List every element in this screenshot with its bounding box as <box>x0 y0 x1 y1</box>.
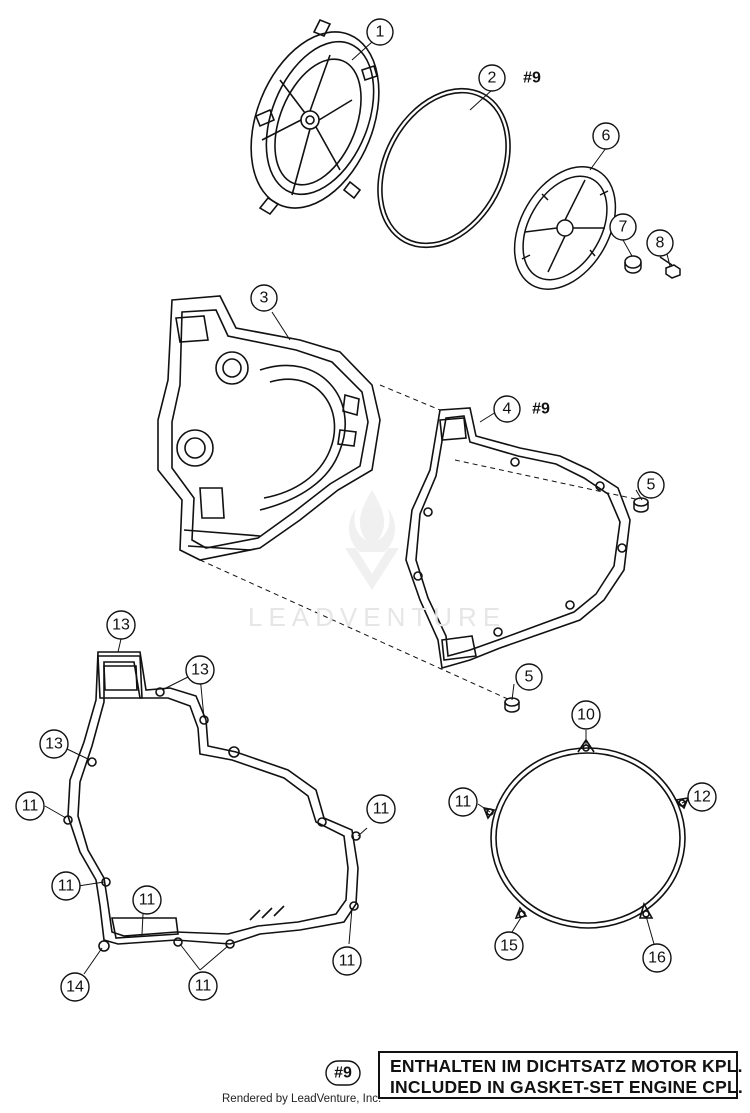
assembly-dashed-lines <box>199 384 641 701</box>
callout-number: 11 <box>339 953 356 970</box>
callout-number: 11 <box>195 978 212 995</box>
callout-number: 3 <box>260 290 269 307</box>
part-cover-plate <box>513 166 617 290</box>
part-screw <box>659 256 681 279</box>
callout-ref: #9 <box>532 401 550 418</box>
part-clutch-housing <box>157 295 381 561</box>
callout-number: 15 <box>500 938 518 955</box>
callout-number: 11 <box>455 794 472 811</box>
footer-credit: Rendered by LeadVenture, Inc. <box>222 1093 382 1105</box>
callout-number: 11 <box>373 801 390 818</box>
part-washer <box>624 255 642 274</box>
callout-circle-14 <box>60 972 90 1002</box>
callout-number: 5 <box>647 477 656 494</box>
callout-ref: #9 <box>523 70 541 87</box>
callout-circle-13a <box>106 610 136 640</box>
note-ref-label: #9 <box>334 1065 352 1082</box>
callout-number: 14 <box>66 979 84 996</box>
callout-circle-12 <box>687 782 717 812</box>
callout-number: 16 <box>648 950 666 967</box>
callout-circle-13b <box>185 655 215 685</box>
callout-circle-11c <box>51 871 81 901</box>
note-line-german: ENTHALTEN IM DICHTSATZ MOTOR KPL. <box>390 1056 743 1076</box>
callout-number: 11 <box>139 892 156 909</box>
callout-circle-4 <box>493 395 521 423</box>
callout-number: 11 <box>22 798 39 815</box>
leadventure-logo-icon <box>345 490 399 590</box>
callout-circle-3 <box>250 284 278 312</box>
part-o-ring <box>377 87 511 249</box>
callout-circle-11e <box>332 946 362 976</box>
callout-circle-13c <box>39 729 69 759</box>
callout-circle-11d <box>132 885 162 915</box>
callout-number: 13 <box>45 736 63 753</box>
part-crankcase-gasket <box>63 651 361 952</box>
callout-circle-5a <box>637 471 665 499</box>
callout-circle-10 <box>571 700 601 730</box>
watermark-text: LEADVENTURE <box>248 602 507 632</box>
callout-number: 8 <box>656 235 665 252</box>
part-dowel-pin-upper <box>633 497 649 513</box>
gasket-set-note: ENTHALTEN IM DICHTSATZ MOTOR KPL. INCLUD… <box>378 1051 743 1099</box>
callout-circle-11f <box>188 971 218 1001</box>
callout-number: 7 <box>619 219 628 236</box>
callout-circle-6 <box>592 122 620 150</box>
callout-number: 5 <box>525 669 534 686</box>
callout-number: 13 <box>191 662 209 679</box>
part-dowel-pin-lower <box>504 697 520 713</box>
callout-circle-2 <box>478 64 506 92</box>
callout-number: 12 <box>693 789 711 806</box>
callout-circle-11b <box>366 794 396 824</box>
callout-circle-11a <box>15 791 45 821</box>
callout-circle-8 <box>646 229 674 257</box>
callout-circle-1 <box>366 18 394 46</box>
callout-circle-11g <box>448 787 478 817</box>
callout-number: 13 <box>112 617 130 634</box>
callout-circle-5b <box>515 663 543 691</box>
callout-circle-16 <box>642 943 672 973</box>
callout-circle-15 <box>494 931 524 961</box>
callout-number: 2 <box>488 70 497 87</box>
part-round-gasket <box>482 738 690 929</box>
note-ref-badge <box>325 1060 361 1086</box>
callout-number: 11 <box>58 878 75 895</box>
callout-circle-7 <box>609 213 637 241</box>
note-line-english: INCLUDED IN GASKET-SET ENGINE CPL. <box>390 1077 743 1097</box>
part-clutch-cover-outer <box>250 18 380 216</box>
callout-number: 6 <box>602 128 611 145</box>
callout-number: 4 <box>503 401 512 418</box>
part-clutch-gasket <box>405 407 631 670</box>
callout-number: 10 <box>577 707 595 724</box>
leader-lines <box>44 41 689 975</box>
callout-number: 1 <box>376 24 385 41</box>
